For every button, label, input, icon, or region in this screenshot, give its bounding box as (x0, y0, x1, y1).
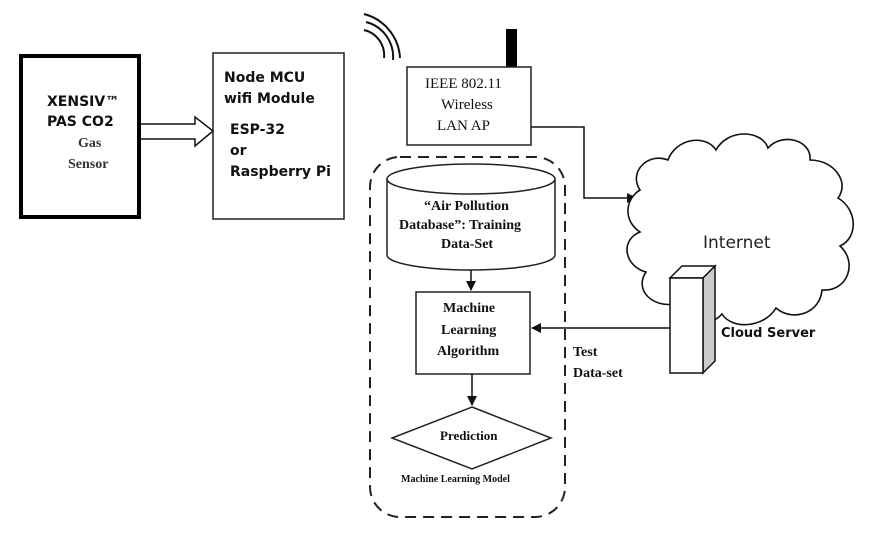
ap-to-internet-connector (531, 126, 637, 203)
internet-label: Internet (703, 233, 771, 253)
wifi-signal-icon (363, 13, 401, 61)
algorithm-label-machine: Machine (443, 301, 496, 316)
mcu-label-esp32: ESP-32 (230, 122, 285, 138)
mcu-label-or: or (230, 143, 247, 159)
mcu-label-title: Node MCU (224, 70, 306, 86)
mcu-label-raspberry-pi: Raspberry Pi (230, 164, 331, 180)
ap-label-standard: IEEE 802.11 (425, 76, 502, 92)
mcu-label-subtitle: wifi Module (224, 91, 315, 107)
access-point-box (406, 66, 532, 146)
database-label-line2: Database”: Training (399, 218, 521, 233)
algorithm-box (415, 291, 531, 375)
prediction-diamond (389, 406, 554, 470)
database-label-line1: “Air Pollution (424, 199, 509, 214)
mcu-box (212, 52, 345, 220)
database-cylinder (386, 163, 556, 271)
cloud-server-icon (668, 264, 717, 375)
ml-model-container (369, 156, 566, 518)
algorithm-label-learning: Learning (441, 323, 497, 338)
ap-label-lan: LAN AP (437, 118, 490, 134)
sensor-label-model: PAS CO2 (47, 114, 114, 130)
cloud-server-label: Cloud Server (721, 326, 816, 341)
algorithm-label-algorithm: Algorithm (437, 344, 500, 359)
sensor-box (19, 54, 141, 219)
internet-cloud (626, 133, 854, 326)
sensor-label-brand: XENSIV™ (47, 94, 120, 110)
test-data-label-test: Test (573, 345, 598, 360)
test-data-label-dataset: Data-set (573, 366, 623, 381)
prediction-label: Prediction (440, 428, 498, 443)
database-label-line3: Data-Set (441, 237, 494, 252)
ml-model-caption: Machine Learning Model (401, 474, 510, 485)
sensor-label-sensor: Sensor (68, 157, 109, 172)
ap-label-wireless: Wireless (441, 97, 493, 113)
sensor-label-gas: Gas (78, 136, 102, 151)
antenna-icon (506, 29, 517, 67)
data-flow-arrow (141, 115, 215, 148)
